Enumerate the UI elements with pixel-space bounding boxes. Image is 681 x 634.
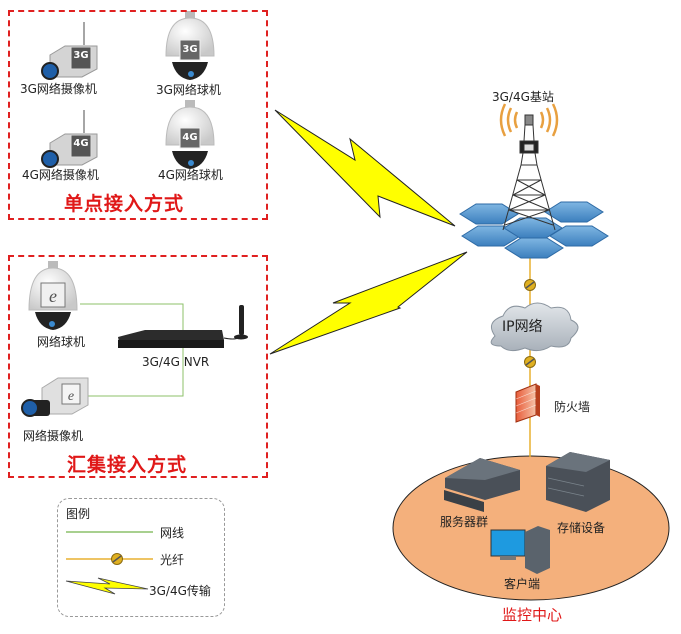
box-camera-3g-icon [41, 22, 98, 80]
aggregate-access-group [8, 255, 268, 478]
badge-4g-dome: 4G [182, 132, 198, 143]
nvr-device-icon [118, 305, 248, 348]
svg-text:e: e [49, 286, 57, 306]
dome-camera-3g-icon [165, 11, 215, 80]
storage-device-label: 存储设备 [557, 521, 606, 535]
server-cluster-label: 服务器群 [440, 515, 489, 529]
single-access-title: 单点接入方式 [64, 193, 185, 215]
ip-network-label: IP网络 [502, 319, 543, 335]
base-station-tower-icon [502, 114, 556, 231]
nvr-label: 3G/4G NVR [142, 355, 210, 369]
wireless-link-bottom-icon [269, 251, 468, 355]
fiber-connector-icon [524, 279, 536, 291]
device-label: 4G网络球机 [158, 168, 223, 182]
badge-4g-box: 4G [73, 138, 89, 149]
cell-hexagons [459, 201, 609, 259]
dome-camera-icon: e [28, 261, 78, 330]
network-cable [80, 303, 184, 397]
badge-3g-box: 3G [73, 50, 89, 61]
device-label: 3G网络摄像机 [20, 82, 97, 96]
signal-waves-icon [499, 103, 559, 137]
badge-3g-dome: 3G [182, 44, 198, 55]
wireless-link-top-icon [274, 109, 456, 227]
client-label: 客户端 [504, 577, 541, 591]
ip-network-cloud-icon [490, 302, 579, 352]
server-cluster-icon [444, 458, 520, 512]
legend-item-label: 光纤 [160, 553, 185, 567]
firewall-icon [515, 383, 540, 423]
legend-title: 图例 [66, 507, 91, 521]
svg-text:e: e [68, 389, 74, 404]
box-camera-4g-icon [41, 110, 98, 168]
base-station-label: 3G/4G基站 [492, 90, 554, 104]
firewall-label: 防火墙 [554, 400, 591, 414]
box-camera-label: 网络摄像机 [23, 429, 84, 443]
legend-fiber-connector-icon [111, 553, 123, 565]
legend-item-label: 网线 [160, 526, 185, 540]
device-label: 3G网络球机 [156, 83, 221, 97]
legend-wireless-swatch [65, 577, 149, 595]
device-label: 4G网络摄像机 [22, 168, 99, 182]
dome-camera-label: 网络球机 [37, 335, 86, 349]
fiber-connector-icon [524, 356, 536, 368]
legend-item-label: 3G/4G传输 [149, 584, 211, 598]
dome-camera-4g-icon [165, 100, 215, 169]
box-camera-icon: e [21, 377, 89, 417]
monitor-center-title: 监控中心 [502, 606, 563, 624]
aggregate-access-title: 汇集接入方式 [67, 454, 188, 476]
single-access-group [8, 10, 268, 220]
storage-device-icon [546, 452, 610, 512]
legend-box [57, 498, 225, 617]
client-pc-icon [490, 526, 550, 574]
